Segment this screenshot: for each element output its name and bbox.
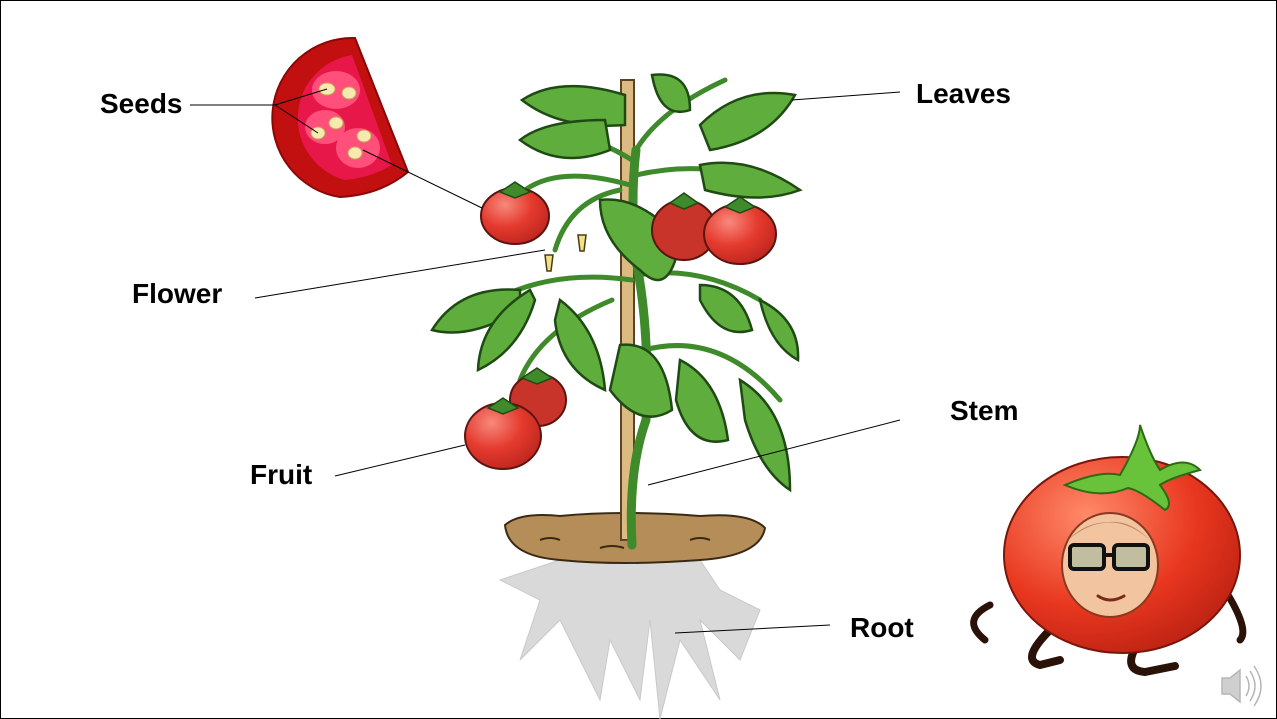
speaker-icon[interactable] xyxy=(1222,666,1261,706)
label-seeds: Seeds xyxy=(100,90,183,118)
label-flower: Flower xyxy=(132,280,222,308)
roots xyxy=(500,560,760,719)
seeds-cross-section xyxy=(272,38,408,197)
tomato-avatar xyxy=(974,425,1243,672)
label-stem: Stem xyxy=(950,397,1018,425)
fruit-leader-line xyxy=(335,445,465,476)
label-fruit: Fruit xyxy=(250,461,312,489)
leaves-leader-line xyxy=(792,92,900,100)
flowers xyxy=(545,235,586,271)
label-leaves: Leaves xyxy=(916,80,1011,108)
label-root: Root xyxy=(850,614,914,642)
